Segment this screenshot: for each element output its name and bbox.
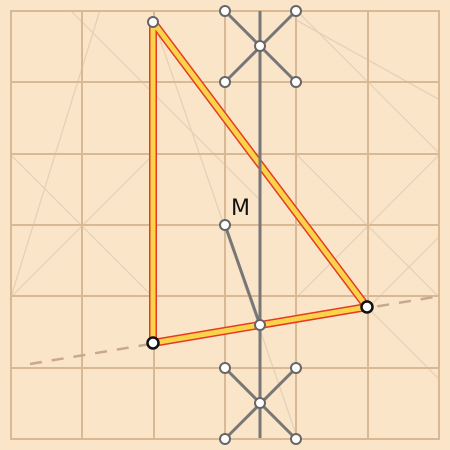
bottom-cross-point-tr[interactable] (290, 362, 302, 374)
point-m[interactable] (219, 219, 231, 231)
vertex-bottom-left[interactable] (146, 336, 160, 350)
top-cross-center-point[interactable] (254, 40, 266, 52)
point-m-label: M (231, 196, 250, 221)
bottom-cross-point-bl[interactable] (219, 433, 231, 445)
bottom-cross-center-point[interactable] (254, 397, 266, 409)
top-cross-point-tl[interactable] (219, 5, 231, 17)
top-cross-point-br[interactable] (290, 76, 302, 88)
median-segment[interactable] (223, 224, 262, 326)
bottom-cross-point-br[interactable] (290, 433, 302, 445)
triangle-top-vertex[interactable] (147, 16, 159, 28)
handle-points[interactable] (147, 5, 302, 445)
triangle-vertices[interactable] (146, 300, 374, 350)
bottom-cross-point-tl[interactable] (219, 362, 231, 374)
top-cross-point-tr[interactable] (290, 5, 302, 17)
vertex-right[interactable] (360, 300, 374, 314)
top-cross-point-bl[interactable] (219, 76, 231, 88)
base-intersection-point[interactable] (254, 319, 266, 331)
